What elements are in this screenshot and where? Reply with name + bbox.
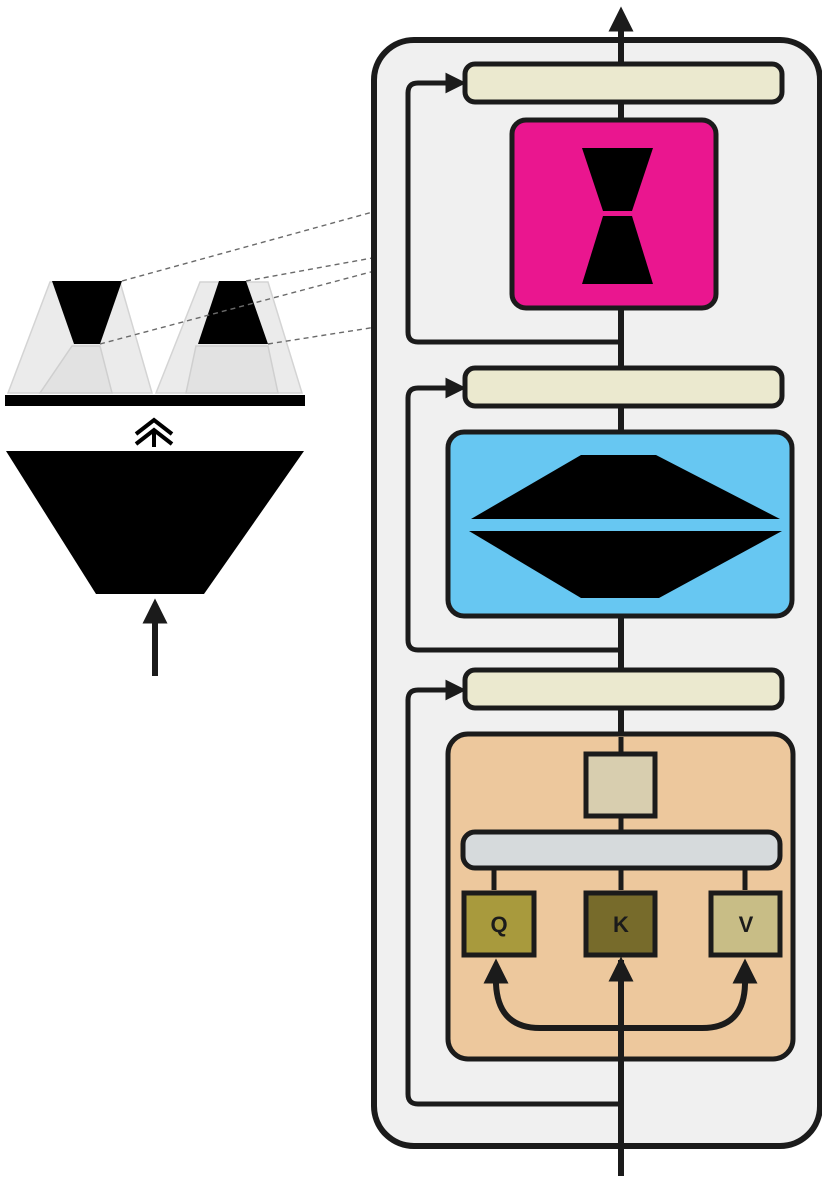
norm-bar-moe bbox=[462, 61, 785, 105]
key-label: K bbox=[613, 912, 629, 937]
hourglass-expert-icon-bottom bbox=[582, 216, 653, 284]
hourglass-expert-icon-top bbox=[582, 148, 653, 211]
norm-bar-attention bbox=[462, 667, 785, 711]
router-bar bbox=[5, 395, 305, 406]
ghost-expert-shape bbox=[38, 345, 113, 394]
attention-mix-bar bbox=[460, 829, 783, 871]
selected-expert-down bbox=[52, 281, 122, 344]
moe-sublayer bbox=[509, 117, 719, 311]
query-input-arrow bbox=[483, 958, 621, 1031]
skip-connection-attention bbox=[405, 679, 621, 1107]
transformer-block: Q K V bbox=[371, 6, 822, 1176]
double-chevron-up-icon bbox=[134, 417, 174, 447]
ghost-expert-shape bbox=[185, 345, 279, 394]
value-box: V bbox=[708, 890, 783, 958]
norm-bar-ffn bbox=[462, 365, 785, 409]
skip-connection-ffn bbox=[405, 377, 621, 653]
value-label: V bbox=[739, 912, 754, 937]
moe-box bbox=[509, 117, 719, 311]
key-box: K bbox=[583, 890, 658, 958]
attention-sublayer: Q K V bbox=[445, 731, 796, 1062]
selected-expert-up bbox=[198, 281, 268, 344]
value-input-arrow bbox=[621, 958, 758, 1031]
diamond-ffn-icon-bottom bbox=[469, 531, 782, 598]
expert-routing-schematic bbox=[5, 281, 305, 676]
skip-connection-moe bbox=[405, 72, 621, 345]
query-label: Q bbox=[490, 912, 507, 937]
ffn-sublayer bbox=[445, 429, 795, 619]
encoder-trapezoid bbox=[6, 451, 304, 594]
attention-output-box bbox=[583, 751, 658, 819]
diamond-ffn-icon-top bbox=[471, 455, 780, 519]
query-box: Q bbox=[461, 890, 537, 958]
